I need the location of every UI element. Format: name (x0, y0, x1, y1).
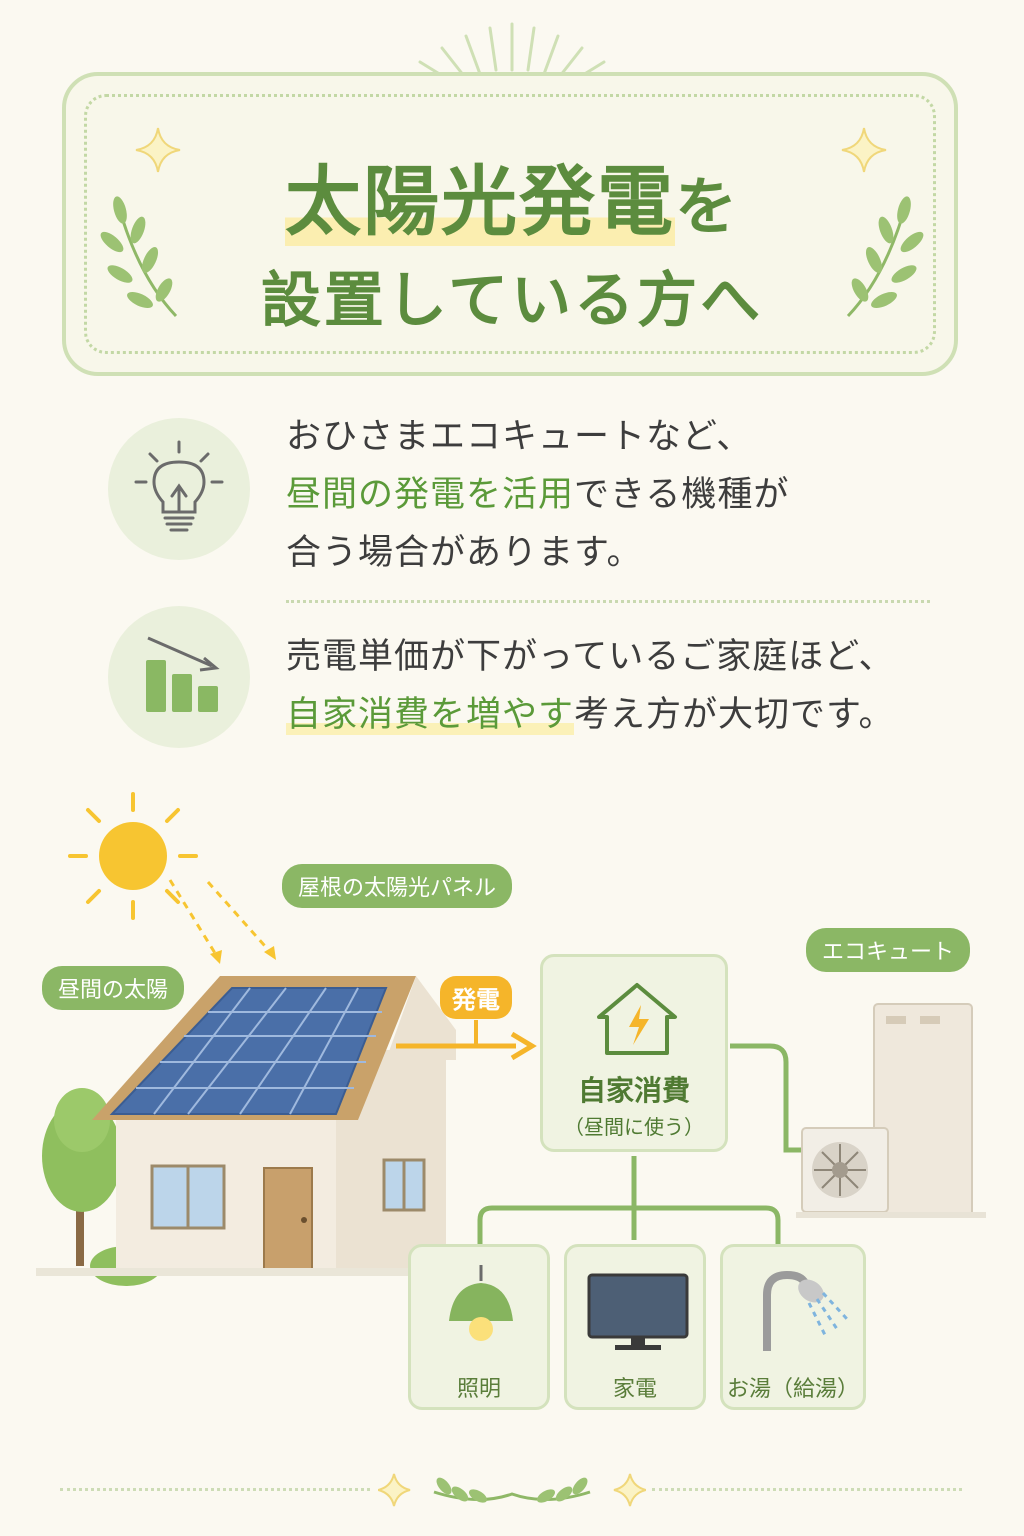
house-with-solar-panel-illustration (36, 976, 456, 1286)
info-text-1: おひさまエコキュートなど、 昼間の発電を活用できる機種が 合う場合があります。 (286, 408, 966, 582)
use-label-lighting: 照明 (456, 1377, 501, 1402)
bottom-dotted-line-right (652, 1488, 962, 1491)
top-rays-decoration (418, 22, 606, 80)
ecocute-label: エコキュート (806, 928, 971, 972)
title-card-inner-border (84, 94, 936, 354)
self-consumption-subtitle: （昼間に使う） (564, 1115, 704, 1139)
power-flow-arrow (396, 1020, 537, 1061)
info-2-green-text: 自家消費を増やす (286, 695, 575, 735)
sparkle-icon (135, 127, 181, 173)
page-title-line2: 設置している方へ (260, 266, 764, 336)
title-suffix: を (674, 170, 739, 243)
info-2-rest-text: 考え方が大切です。 (574, 695, 895, 735)
info-2-line2: 自家消費を増やす考え方が大切です。 (286, 686, 986, 744)
bar-chart-icon-circle (108, 606, 250, 748)
sunlight-arrows (168, 879, 276, 964)
shower-icon (763, 1270, 849, 1351)
sun-icon (68, 792, 198, 920)
panel-label: 屋根の太陽光パネル (282, 864, 513, 908)
info-2-line1: 売電単価が下がっているご家庭ほど、 (286, 637, 895, 677)
bottom-laurel-decoration (378, 1473, 646, 1507)
bottom-dotted-line-left (60, 1488, 370, 1491)
use-label-hotwater: お湯（給湯） (726, 1377, 859, 1402)
info-text-2: 売電単価が下がっているご家庭ほど、 自家消費を増やす考え方が大切です。 (286, 628, 986, 744)
use-box-hotwater: お湯（給湯） (720, 1244, 866, 1410)
leaf-branch-left-icon (100, 196, 178, 318)
self-consumption-title: 自家消費 (577, 1074, 690, 1107)
use-box-lighting: 照明 (408, 1244, 550, 1410)
self-consumption-box: 自家消費 （昼間に使う） (540, 954, 728, 1152)
bar-chart-down-icon (146, 636, 220, 712)
tv-icon (587, 1273, 689, 1350)
info-1-line1: おひさまエコキュートなど、 (286, 417, 753, 457)
info-divider (286, 600, 930, 603)
sun-label: 昼間の太陽 (42, 966, 185, 1010)
info-1-green-text: 昼間の発電を活用 (286, 475, 575, 515)
title-highlight: 太陽光発電 (284, 157, 675, 246)
use-box-appliance: 家電 (564, 1244, 706, 1410)
sparkle-icon (841, 127, 887, 173)
info-1-rest-text: できる機種が (574, 475, 790, 515)
pendant-lamp-icon (449, 1265, 513, 1341)
lightbulb-icon-circle (108, 418, 250, 560)
power-label: 発電 (440, 976, 512, 1019)
page-title-line1: 太陽光発電を (0, 140, 1024, 250)
ecocute-unit-illustration (796, 1003, 986, 1218)
info-1-line2: 昼間の発電を活用できる機種が (286, 466, 966, 524)
lightbulb-icon (134, 440, 224, 532)
house-lightning-icon (597, 983, 677, 1055)
connector-lines (477, 1043, 804, 1244)
use-label-appliance: 家電 (612, 1377, 657, 1402)
info-1-line3: 合う場合があります。 (286, 533, 643, 573)
leaf-branch-right-icon (846, 196, 924, 318)
